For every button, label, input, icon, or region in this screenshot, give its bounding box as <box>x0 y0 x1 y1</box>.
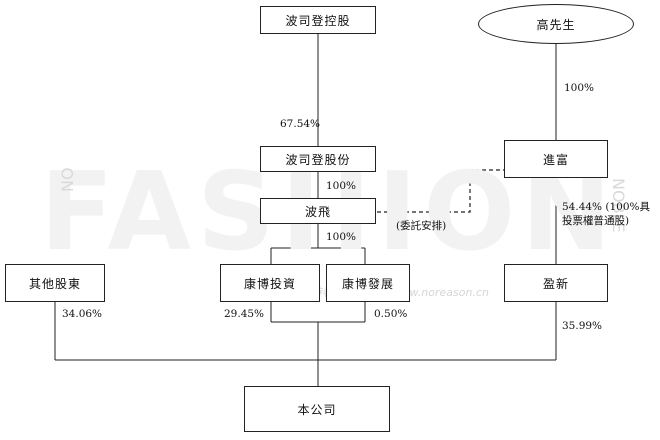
entity-bositeng-shares: 波司登股份 <box>260 146 376 172</box>
entity-bofei: 波飛 <box>260 198 376 224</box>
entity-yingxin: 盈新 <box>504 264 608 302</box>
entity-company: 本公司 <box>244 386 390 432</box>
pct-shares-to-bofei: 100% <box>326 180 357 192</box>
pct-bofei-to-kangbo: 100% <box>326 231 357 243</box>
entity-mr-gao: 高先生 <box>478 4 634 44</box>
pct-holdings-to-shares: 67.54% <box>280 118 321 130</box>
pct-kangbo-investment: 29.45% <box>224 308 265 320</box>
pct-other-to-company: 34.06% <box>62 308 103 320</box>
pct-jinfu-to-yingxin-block: 54.44% (100%具投票權普通股) <box>562 200 658 228</box>
pct-jinfu-to-yingxin: 54.44% <box>562 201 603 213</box>
entity-kangbo-development: 康博發展 <box>326 264 410 302</box>
pct-jinfu-to-yingxin-note: (100%具投票權普通股) <box>562 201 651 227</box>
entity-other-shareholders: 其他股東 <box>5 264 105 302</box>
pct-gao-to-jinfu: 100% <box>564 82 595 94</box>
pct-yingxin-to-company: 35.99% <box>562 320 603 332</box>
line-entrustment-dashed <box>377 169 504 213</box>
entity-jinfu: 進富 <box>504 140 608 178</box>
entity-kangbo-investment: 康博投資 <box>220 264 320 302</box>
entrustment-label: (委託安排) <box>396 220 447 232</box>
pct-kangbo-development: 0.50% <box>374 308 408 320</box>
entity-bositeng-holdings: 波司登控股 <box>260 6 376 34</box>
